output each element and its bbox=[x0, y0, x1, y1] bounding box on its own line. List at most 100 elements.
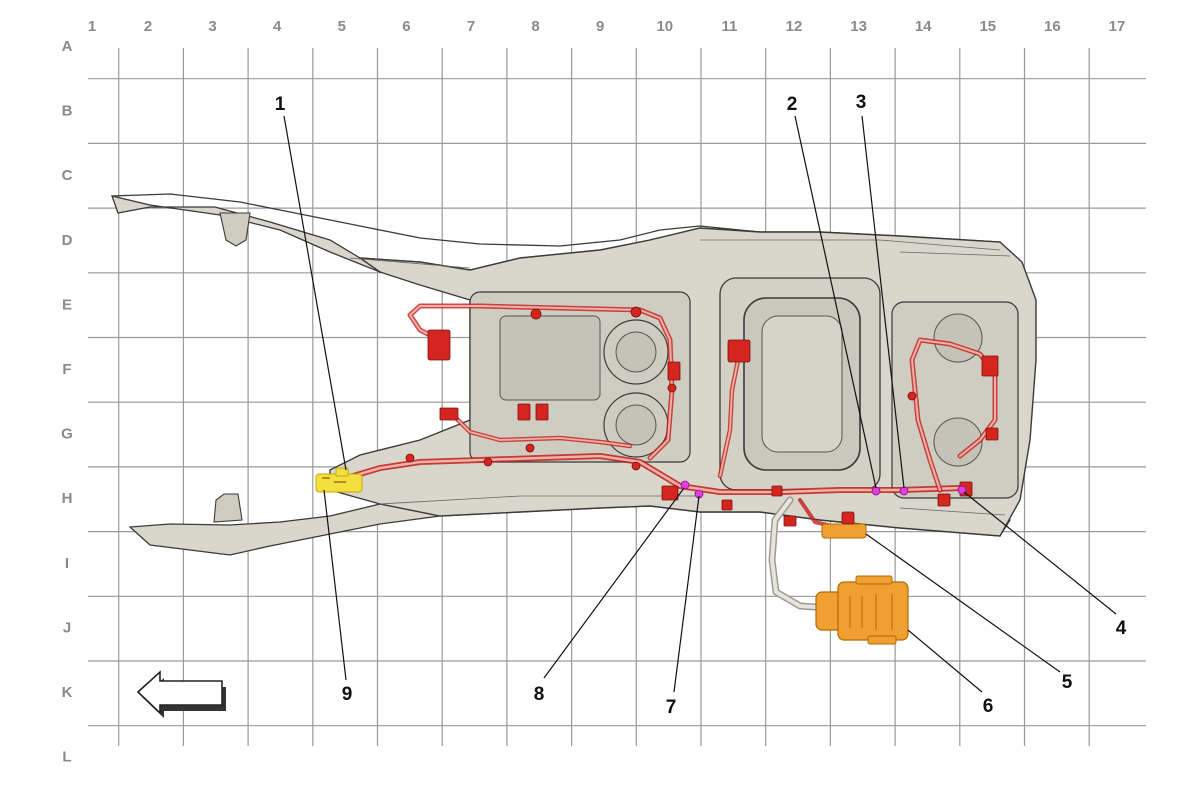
clip-e8 bbox=[530, 308, 542, 320]
harness-rear-loop-inner bbox=[911, 339, 996, 491]
splice-8 bbox=[680, 480, 690, 490]
connector-orange-5 bbox=[821, 511, 867, 539]
callout-labels: 1 2 3 4 5 6 7 8 9 bbox=[275, 92, 1127, 718]
grid-column-label: 1 bbox=[88, 18, 96, 35]
leader-2 bbox=[794, 115, 877, 489]
harness-mid-branch-inner bbox=[449, 411, 631, 447]
leader-6 bbox=[907, 629, 983, 693]
grid-column-label: 3 bbox=[208, 18, 216, 35]
grid-row-label: G bbox=[61, 426, 73, 443]
connector-g8a bbox=[517, 403, 531, 421]
arrow-left-icon bbox=[136, 670, 226, 718]
grid-row-label: F bbox=[62, 361, 71, 378]
connector-g15 bbox=[985, 427, 999, 441]
callout-7: 7 bbox=[666, 697, 677, 718]
leader-7 bbox=[673, 495, 700, 693]
grid-column-label: 5 bbox=[338, 18, 346, 35]
leader-9 bbox=[323, 489, 347, 681]
grid-row-label: E bbox=[62, 296, 72, 313]
clip-h6 bbox=[405, 453, 415, 463]
grid-row-label: A bbox=[62, 38, 73, 55]
grid-row-label: H bbox=[62, 490, 73, 507]
grid-row-label: C bbox=[62, 167, 73, 184]
grid-row-labels: A B C D E F G H I J K L bbox=[61, 38, 73, 766]
callout-leaders bbox=[283, 115, 1117, 693]
grid-row-label: J bbox=[63, 619, 71, 636]
mounting-post-upper bbox=[219, 212, 251, 247]
connector-h10 bbox=[661, 485, 679, 501]
connector-h11 bbox=[721, 499, 733, 511]
grid-column-label: 11 bbox=[721, 18, 737, 35]
clip-g14 bbox=[907, 391, 917, 401]
grid-column-label: 10 bbox=[656, 18, 673, 35]
splice-3 bbox=[899, 486, 909, 496]
splice-points bbox=[680, 480, 967, 499]
connector-i12 bbox=[783, 515, 797, 527]
console-ribs bbox=[349, 239, 1011, 516]
clip-g8 bbox=[525, 443, 535, 453]
connector-h12 bbox=[771, 485, 783, 497]
callout-8: 8 bbox=[534, 684, 545, 705]
wiring-harness bbox=[337, 303, 998, 612]
clip-e9 bbox=[630, 306, 642, 318]
harness-upper-loop-inner bbox=[409, 305, 673, 459]
console-storage-inner bbox=[761, 315, 843, 453]
mounting-post-lower bbox=[213, 493, 243, 523]
console-tray-cutout bbox=[499, 315, 601, 401]
connector-orange-6 bbox=[815, 575, 909, 645]
grid-column-label: 12 bbox=[786, 18, 803, 35]
grid-column-label: 13 bbox=[850, 18, 867, 35]
grid-column-label: 7 bbox=[467, 18, 475, 35]
grid-row-label: L bbox=[62, 749, 71, 766]
grid-column-label: 17 bbox=[1109, 18, 1126, 35]
callout-5: 5 bbox=[1062, 672, 1073, 693]
leader-5 bbox=[865, 533, 1061, 673]
grid-column-label: 9 bbox=[596, 18, 604, 35]
harness-main-trunk-inner bbox=[338, 454, 962, 494]
connector-f10 bbox=[667, 361, 681, 381]
leader-8 bbox=[543, 487, 685, 679]
grid-row-label: D bbox=[62, 232, 73, 249]
leader-1 bbox=[283, 115, 347, 471]
grid-column-label: 2 bbox=[144, 18, 152, 35]
connector-g7 bbox=[439, 407, 459, 421]
callout-3: 3 bbox=[856, 92, 867, 113]
grid-column-label: 14 bbox=[915, 18, 932, 35]
connector-g8b bbox=[535, 403, 549, 421]
cup-holder-upper-inner bbox=[615, 331, 657, 373]
callout-4: 4 bbox=[1116, 618, 1127, 639]
grid-row-label: B bbox=[62, 103, 73, 120]
grid-column-label: 16 bbox=[1044, 18, 1061, 35]
console-rear-section bbox=[891, 301, 1019, 499]
callout-9: 9 bbox=[342, 684, 353, 705]
rear-vent-lower bbox=[933, 417, 983, 467]
clip-g10 bbox=[667, 383, 677, 393]
connector-yellow-9 bbox=[315, 467, 363, 493]
grid-column-label: 6 bbox=[402, 18, 410, 35]
callout-1: 1 bbox=[275, 94, 286, 115]
clip-h9 bbox=[631, 461, 641, 471]
grid-column-label: 8 bbox=[531, 18, 539, 35]
console-upper-edge bbox=[111, 193, 761, 247]
grid-row-label: K bbox=[62, 684, 73, 701]
leader-4 bbox=[963, 491, 1117, 615]
harness-storage-branch-inner bbox=[719, 349, 741, 477]
connector-h14 bbox=[937, 493, 951, 507]
grid-column-label: 15 bbox=[979, 18, 996, 35]
connector-f14 bbox=[981, 355, 999, 377]
clip-h7 bbox=[483, 457, 493, 467]
harness-drop-cable-inner bbox=[770, 498, 832, 610]
splice-2 bbox=[871, 486, 881, 496]
callout-6: 6 bbox=[983, 696, 994, 717]
grid-column-label: 4 bbox=[273, 18, 282, 35]
connector-e6 bbox=[427, 329, 451, 361]
leader-3 bbox=[861, 115, 905, 489]
harness-connectors bbox=[405, 306, 999, 527]
grid-row-label: I bbox=[65, 555, 69, 572]
connector-f11 bbox=[727, 339, 751, 363]
cup-holder-lower-inner bbox=[615, 404, 657, 446]
center-console-body bbox=[110, 193, 1037, 556]
callout-2: 2 bbox=[787, 94, 798, 115]
